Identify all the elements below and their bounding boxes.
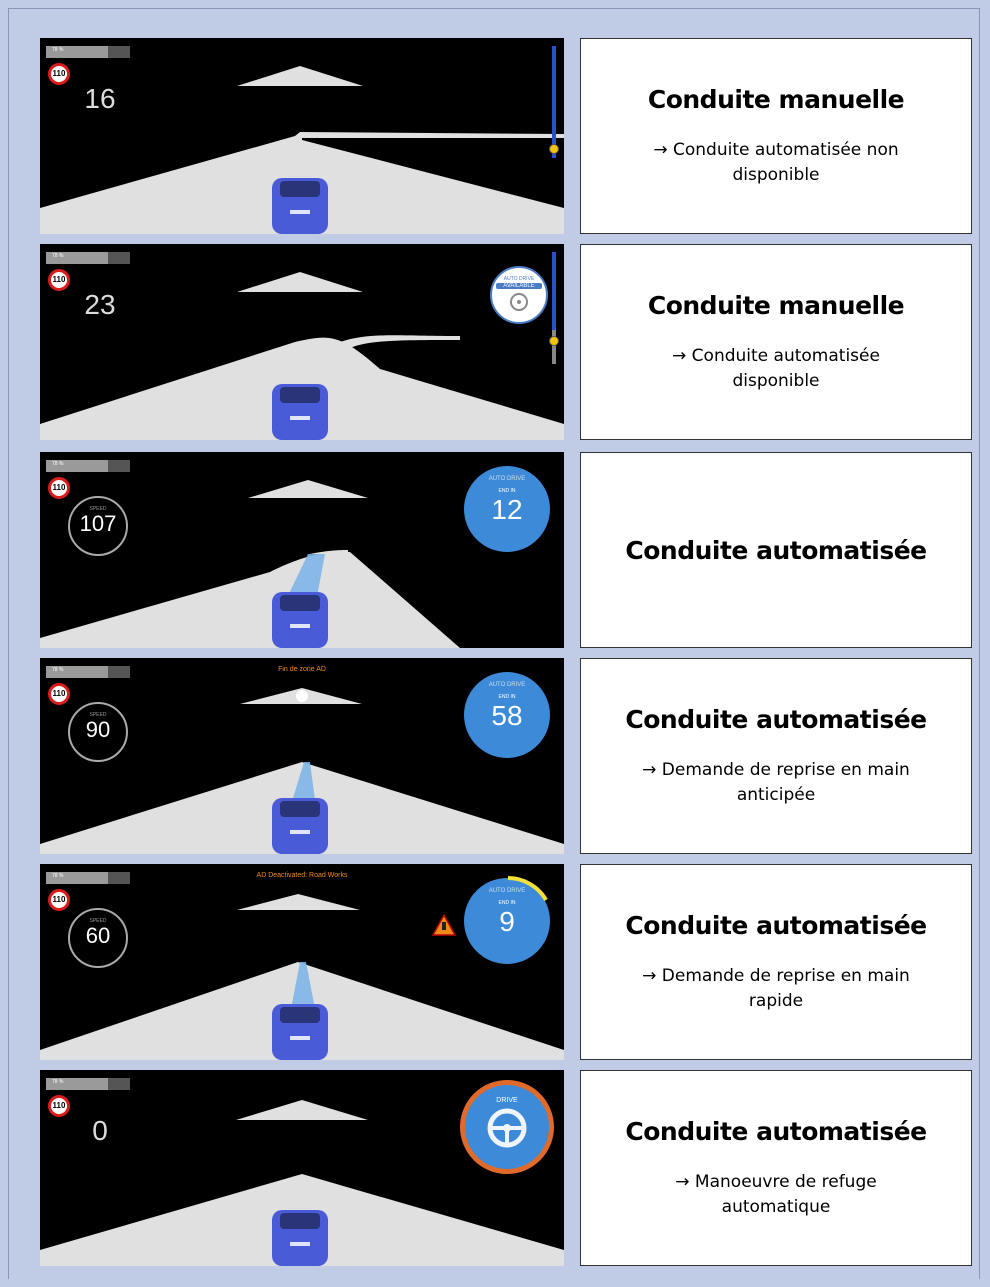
figure-frame bbox=[8, 8, 980, 1279]
car-icon bbox=[272, 798, 328, 854]
scenario-row-5: AD Deactivated: Road Works 78 % 110 SPEE… bbox=[40, 864, 974, 1060]
speed-limit-sign: 110 bbox=[48, 477, 70, 499]
speed-gauge: SPEED 90 bbox=[68, 702, 128, 762]
panel-title: Conduite automatisée bbox=[625, 704, 927, 734]
speed-gauge: SPEED 60 bbox=[68, 908, 128, 968]
speed-limit-sign: 110 bbox=[48, 683, 70, 705]
notification-banner: AD Deactivated: Road Works bbox=[256, 872, 348, 879]
indicator-title: DRIVE bbox=[496, 1097, 518, 1104]
indicator-value: 58 bbox=[491, 700, 523, 731]
battery-indicator: 78 % bbox=[46, 872, 130, 884]
level-gauge bbox=[549, 252, 559, 364]
speed-limit-sign: 110 bbox=[48, 1095, 70, 1117]
battery-indicator: 78 % bbox=[46, 46, 130, 58]
auto-drive-available-indicator: AUTO DRIVE AVAILABLE bbox=[490, 266, 548, 324]
panel-note: → Conduite automatisée non disponible bbox=[653, 139, 899, 185]
scenario-row-2: 78 % 110 23 AUTO DRIVE AVAILABLE Conduit… bbox=[40, 244, 974, 440]
panel-title: Conduite automatisée bbox=[625, 535, 927, 565]
panel-note: → Demande de reprise en main rapide bbox=[642, 965, 910, 1011]
battery-indicator: 78 % bbox=[46, 666, 130, 678]
panel-title: Conduite automatisée bbox=[625, 1116, 927, 1146]
level-gauge bbox=[549, 46, 559, 158]
notification-banner: Fin de zone AD bbox=[278, 666, 326, 673]
speed-readout: 23 bbox=[84, 289, 116, 320]
road-scene bbox=[40, 1100, 564, 1266]
description-panel-6: Conduite automatisée → Manoeuvre de refu… bbox=[580, 1070, 972, 1266]
speed-readout: 0 bbox=[92, 1115, 108, 1146]
road-scene bbox=[40, 480, 460, 648]
speed-gauge: SPEED 107 bbox=[68, 496, 128, 556]
scenario-row-6: 78 % 110 0 DRIVE Conduite automatisée → … bbox=[40, 1070, 974, 1266]
indicator-end-label: END IN bbox=[498, 900, 516, 906]
indicator-line2: AVAILABLE bbox=[496, 283, 542, 289]
steering-wheel-icon bbox=[487, 1108, 527, 1148]
speed-readout: 60 bbox=[85, 923, 111, 948]
car-icon bbox=[272, 178, 328, 234]
simulator-screen-6: 78 % 110 0 DRIVE bbox=[40, 1070, 564, 1266]
auto-drive-indicator: AUTO DRIVE END IN 58 bbox=[464, 672, 550, 758]
indicator-line1: AUTO DRIVE bbox=[503, 276, 535, 282]
description-panel-2: Conduite manuelle → Conduite automatisée… bbox=[580, 244, 972, 440]
auto-drive-indicator: AUTO DRIVE END IN 12 bbox=[464, 466, 550, 552]
countdown-arc bbox=[507, 876, 548, 902]
indicator-end-label: END IN bbox=[498, 694, 516, 700]
description-panel-5: Conduite automatisée → Demande de repris… bbox=[580, 864, 972, 1060]
steering-wheel-icon bbox=[510, 293, 528, 311]
scenario-row-1: 78 % 110 16 Conduite manuelle → Conduite… bbox=[40, 38, 974, 234]
indicator-value: 12 bbox=[491, 494, 523, 525]
road-works-warning-icon bbox=[432, 914, 456, 936]
car-icon bbox=[272, 592, 328, 648]
speed-label: SPEED bbox=[89, 712, 107, 718]
speed-readout: 16 bbox=[84, 83, 116, 114]
panel-note: → Conduite automatisée disponible bbox=[672, 345, 880, 391]
simulator-screen-4: Fin de zone AD 78 % 110 SPEED 90 AUTO DR… bbox=[40, 658, 564, 854]
simulator-screen-2: 78 % 110 23 AUTO DRIVE AVAILABLE bbox=[40, 244, 564, 440]
road-scene bbox=[40, 272, 564, 440]
indicator-end-label: END IN bbox=[498, 488, 516, 494]
panel-title: Conduite manuelle bbox=[647, 84, 905, 114]
speed-readout: 107 bbox=[79, 511, 117, 536]
panel-note: → Demande de reprise en main anticipée bbox=[642, 759, 910, 805]
speed-label: SPEED bbox=[89, 918, 107, 924]
auto-drive-indicator: AUTO DRIVE END IN 9 bbox=[464, 878, 550, 964]
scenario-row-3: 78 % 110 SPEED 107 AUTO DRIVE END IN 12 … bbox=[40, 452, 974, 648]
panel-title: Conduite manuelle bbox=[647, 290, 905, 320]
road-scene bbox=[40, 66, 564, 234]
simulator-screen-5: AD Deactivated: Road Works 78 % 110 SPEE… bbox=[40, 864, 564, 1060]
simulator-screen-3: 78 % 110 SPEED 107 AUTO DRIVE END IN 12 bbox=[40, 452, 564, 648]
description-panel-1: Conduite manuelle → Conduite automatisée… bbox=[580, 38, 972, 234]
speed-readout: 90 bbox=[85, 717, 111, 742]
indicator-title: AUTO DRIVE bbox=[488, 888, 526, 894]
car-icon bbox=[272, 384, 328, 440]
indicator-title: AUTO DRIVE bbox=[488, 476, 526, 482]
speed-limit-sign: 110 bbox=[48, 63, 70, 85]
description-panel-3: Conduite automatisée bbox=[580, 452, 972, 648]
panel-note: → Manoeuvre de refuge automatique bbox=[675, 1171, 877, 1217]
speed-limit-sign: 110 bbox=[48, 889, 70, 911]
panel-title: Conduite automatisée bbox=[625, 910, 927, 940]
battery-indicator: 78 % bbox=[46, 252, 130, 264]
drive-indicator: DRIVE bbox=[460, 1080, 554, 1174]
indicator-value: 9 bbox=[499, 906, 515, 937]
road-scene bbox=[40, 894, 564, 1060]
speed-limit-sign: 110 bbox=[48, 269, 70, 291]
scenario-row-4: Fin de zone AD 78 % 110 SPEED 90 AUTO DR… bbox=[40, 658, 974, 854]
road-scene bbox=[40, 688, 564, 854]
battery-indicator: 78 % bbox=[46, 460, 130, 472]
car-icon bbox=[272, 1004, 328, 1060]
description-panel-4: Conduite automatisée → Demande de repris… bbox=[580, 658, 972, 854]
battery-indicator: 78 % bbox=[46, 1078, 130, 1090]
simulator-screen-1: 78 % 110 16 bbox=[40, 38, 564, 234]
car-icon bbox=[272, 1210, 328, 1266]
speed-label: SPEED bbox=[89, 506, 107, 512]
indicator-title: AUTO DRIVE bbox=[488, 682, 526, 688]
